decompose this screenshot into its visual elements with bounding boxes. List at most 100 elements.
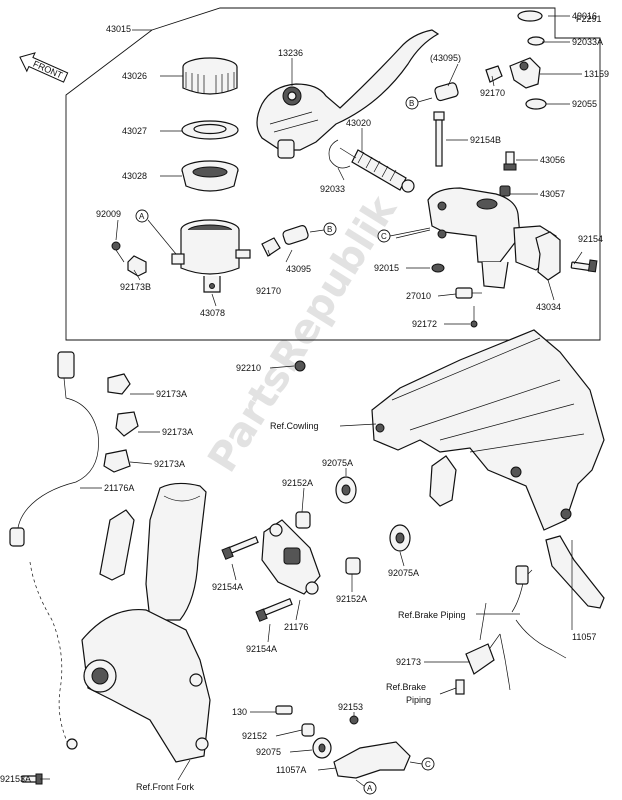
label-43095: 43095 [286, 264, 311, 274]
label-43026: 43026 [122, 71, 147, 81]
callout-b-lower: B [309, 222, 337, 236]
bracket-11057 [545, 535, 605, 609]
label-92173a-2: 92173A [162, 427, 193, 437]
bolt-92154 [570, 259, 598, 273]
label-92075a-upper: 92075A [322, 458, 353, 468]
reservoir-cap [182, 57, 238, 95]
bolt-92154a-lower [255, 597, 293, 622]
bleeder-screw [503, 151, 517, 171]
label-92033a: 92033A [572, 37, 603, 47]
label-43095-bracket: (43095) [430, 53, 461, 63]
label-92173a-3: 92173A [154, 459, 185, 469]
reservoir-diaphragm [181, 160, 239, 192]
label-21176: 21176 [284, 622, 308, 632]
label-92173a-1: 92173A [156, 389, 187, 399]
label-92154a-lower: 92154A [246, 644, 277, 654]
front-arrow-icon: FRONT [19, 52, 69, 83]
bolt-92153 [349, 715, 359, 725]
label-92173b: 92173B [120, 282, 151, 292]
clamp-92173a-3 [103, 449, 131, 473]
callout-b-lower-label: B [327, 225, 332, 234]
brake-piping [499, 565, 567, 691]
reservoir-tank [171, 219, 251, 293]
label-92075a-lower: 92075A [388, 568, 419, 578]
abs-sensor-21176 [261, 519, 321, 595]
callout-c-upper: C [377, 227, 431, 243]
label-21176a: 21176A [104, 483, 134, 493]
label-92153: 92153 [338, 702, 363, 712]
collar-92152a-upper [295, 511, 311, 529]
front-fork [81, 482, 211, 763]
label-92154: 92154 [578, 234, 603, 244]
label-92170-upper: 92170 [480, 88, 505, 98]
label-92055: 92055 [572, 99, 597, 109]
label-130: 130 [232, 707, 247, 717]
bolt-92153a [21, 773, 43, 785]
label-92173: 92173 [396, 657, 421, 667]
label-13236: 13236 [278, 48, 303, 58]
label-ref-front-fork: Ref.Front Fork [136, 782, 195, 792]
label-92170-lower: 92170 [256, 286, 281, 296]
label-ref-brake-piping: Ref.Brake Piping [398, 610, 466, 620]
label-49016: 49016 [572, 11, 597, 21]
callout-c-lower-label: C [425, 760, 431, 769]
label-43057: 43057 [540, 189, 565, 199]
handlebar-clamp [535, 231, 561, 281]
collar-92152a-lower [345, 557, 361, 575]
label-43078: 43078 [200, 308, 225, 318]
bleeder-cap [499, 185, 511, 197]
diaphragm-plate [181, 120, 239, 140]
clamp-92173a-2 [115, 411, 139, 437]
front-arrow-label: FRONT [32, 59, 65, 81]
frame-structure [371, 329, 605, 531]
callout-b-upper: B [405, 96, 433, 110]
clamp-92173a-1 [107, 373, 131, 395]
callout-b-upper-label: B [409, 99, 414, 108]
bolt-92154b [433, 111, 445, 167]
label-92153a: 92153A [0, 774, 31, 784]
label-43028: 43028 [122, 171, 147, 181]
callout-a-upper: A [135, 209, 177, 255]
cap-49016 [517, 10, 543, 22]
label-92152a-upper: 92152A [282, 478, 313, 488]
callout-c-lower: C [409, 757, 435, 771]
piston-kit [339, 147, 415, 193]
screw-brake-piping [455, 679, 465, 695]
bolt-92154a-upper [221, 535, 259, 560]
hose-fitting-13159 [509, 57, 541, 89]
hose-43095-upper [434, 82, 459, 102]
screw-92172 [470, 306, 478, 328]
clamp-92173 [465, 643, 495, 675]
label-92172: 92172 [412, 319, 437, 329]
label-92210: 92210 [236, 363, 261, 373]
label-ref-cowling: Ref.Cowling [270, 421, 319, 431]
callout-a-upper-label: A [139, 212, 145, 221]
label-92154a-upper: 92154A [212, 582, 243, 592]
label-92015: 92015 [374, 263, 399, 273]
clip-92170-upper [485, 65, 503, 83]
label-11057: 11057 [572, 632, 596, 642]
label-92154b: 92154B [470, 135, 501, 145]
part-labels: 43015 49016 92033A 43026 13236 (43095) 1… [0, 11, 609, 792]
callout-a-lower-label: A [367, 784, 373, 793]
figure-id: F2291 [576, 14, 602, 24]
label-43027: 43027 [122, 126, 147, 136]
leader-lines [40, 15, 583, 781]
ring-92033a [527, 36, 545, 46]
collar-92152 [301, 723, 315, 737]
label-ref-brake-2a: Ref.Brake [386, 682, 426, 692]
grommet-92075 [312, 737, 332, 759]
label-43056: 43056 [540, 155, 565, 165]
label-43015: 43015 [106, 24, 131, 34]
label-13159: 13159 [584, 69, 609, 79]
label-92152a-lower: 92152A [336, 594, 367, 604]
assembly-frame [65, 7, 601, 341]
ring-92055 [525, 98, 547, 110]
label-92075: 92075 [256, 747, 281, 757]
brake-light-switch [455, 287, 482, 299]
brake-lever [256, 29, 440, 159]
bracket-11057a [333, 741, 411, 779]
label-11057a: 11057A [276, 765, 306, 775]
label-92009: 92009 [96, 209, 121, 219]
